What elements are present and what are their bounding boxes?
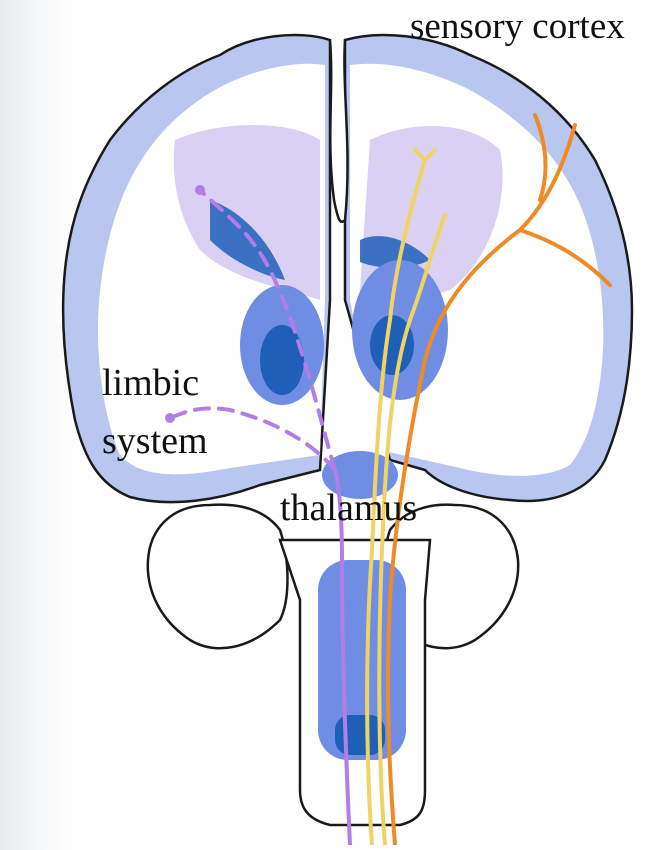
sensory-cortex-label: sensory cortex xyxy=(410,8,625,45)
thalamus-label: thalamus xyxy=(280,489,417,527)
limbic-system-label-line2: system xyxy=(102,422,208,460)
limbic-system-label-line1: limbic xyxy=(102,364,199,402)
brainstem-nuclei xyxy=(318,560,406,760)
